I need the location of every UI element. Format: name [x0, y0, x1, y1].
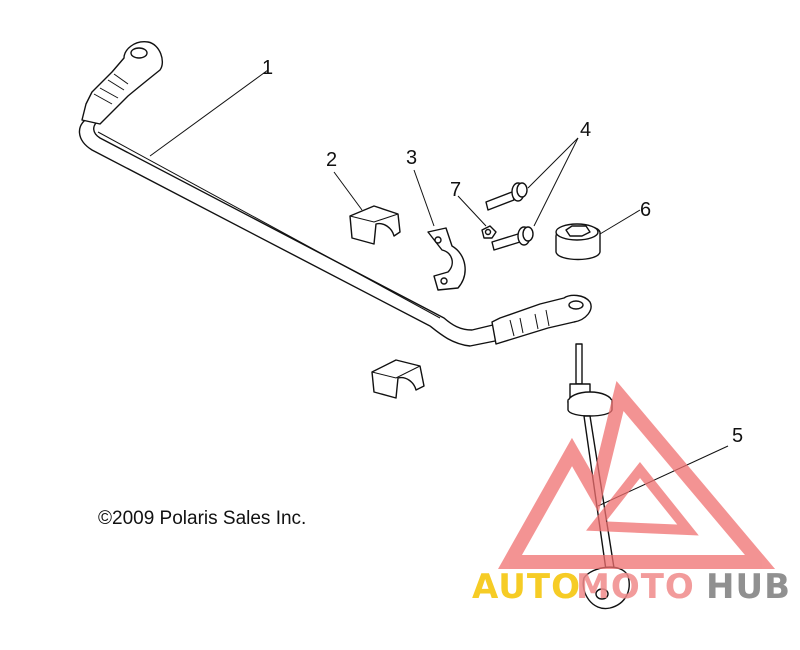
callout-6: 6	[640, 199, 651, 221]
watermark-hub: HUB	[706, 567, 791, 607]
bushing-lower	[371, 359, 425, 399]
copyright-text: ©2009 Polaris Sales Inc.	[98, 508, 306, 529]
callout-2: 2	[326, 149, 337, 171]
watermark-moto: MOTO	[576, 567, 695, 607]
callout-7: 7	[450, 179, 461, 201]
bolt-upper	[485, 182, 528, 211]
stabilizer-bar	[78, 41, 592, 347]
watermark-logo	[498, 380, 776, 569]
grease-fitting	[481, 225, 497, 239]
callout-1: 1	[262, 57, 273, 79]
callout-5: 5	[732, 425, 743, 447]
callout-3: 3	[406, 147, 417, 169]
bolt-lower	[491, 226, 534, 251]
callout-4: 4	[580, 119, 591, 141]
watermark-auto: AUTO	[472, 567, 581, 607]
bushing-upper	[349, 205, 401, 245]
mount-bushing	[555, 223, 601, 261]
bracket	[427, 227, 466, 291]
watermark-text: AUTO MOTO HUB	[472, 567, 791, 607]
